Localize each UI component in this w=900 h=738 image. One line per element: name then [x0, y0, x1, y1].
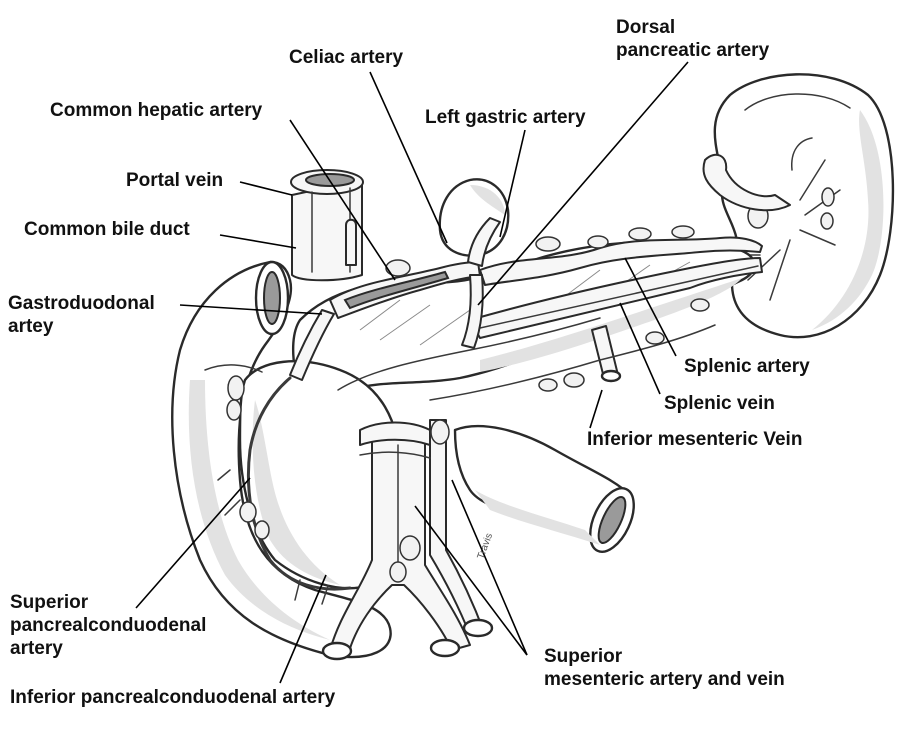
label-splenic-vein: Splenic vein	[664, 393, 775, 414]
leader-lines	[135, 61, 689, 684]
label-superior-mesenteric-artery-vein: Superior mesenteric artery and vein	[544, 646, 785, 690]
label-superior-pancreaticoduodenal-artery: Superior pancrealconduodenal artery	[10, 592, 207, 659]
minor-vessels	[337, 298, 716, 459]
label-splenic-artery: Splenic artery	[684, 356, 810, 377]
splenic-artery-vessel	[479, 225, 763, 286]
label-left-gastric-artery: Left gastric artery	[425, 107, 586, 128]
label-common-bile-duct: Common bile duct	[24, 219, 190, 240]
label-portal-vein: Portal vein	[126, 170, 224, 191]
label-inferior-mesenteric-vein: Inferior mesenteric Vein	[587, 429, 803, 450]
label-dorsal-pancreatic-artery: Dorsal pancreatic artery	[616, 17, 770, 61]
jejunum	[453, 424, 635, 553]
label-inferior-pancreaticoduodenal-artery: Inferior pancrealconduodenal artery	[10, 687, 336, 708]
celiac-trunk	[289, 217, 501, 381]
label-gastroduodenal-artery: Gastroduodonal artey	[8, 293, 155, 337]
spleen	[702, 73, 895, 339]
pancreaticoduodenal-arcade	[204, 364, 352, 605]
superior-mesenteric-vessels	[321, 419, 494, 661]
label-common-hepatic-artery: Common hepatic artery	[50, 100, 263, 121]
portal-vein	[290, 169, 364, 282]
inferior-mesenteric-vein-vessel	[591, 325, 622, 383]
label-celiac-artery: Celiac artery	[289, 47, 404, 68]
splenic-vein-band	[469, 257, 763, 339]
